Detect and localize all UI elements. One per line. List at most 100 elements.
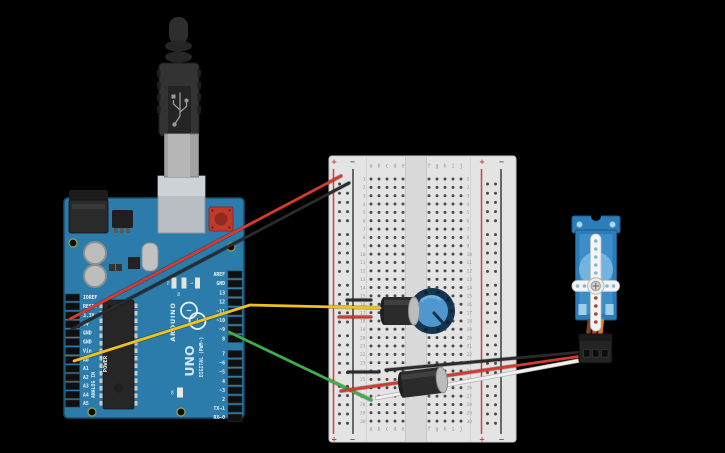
rail-hole[interactable] [494,242,497,246]
breadboard-hole[interactable] [427,261,431,264]
rail-hole[interactable] [486,343,489,347]
breadboard-hole[interactable] [377,194,381,198]
rail-hole[interactable] [494,292,497,296]
breadboard-hole[interactable] [369,235,373,239]
breadboard-hole[interactable] [393,244,397,248]
breadboard-hole[interactable] [385,377,389,381]
breadboard-hole[interactable] [451,177,455,181]
breadboard-hole[interactable] [369,210,373,214]
breadboard-hole[interactable] [427,219,431,223]
breadboard-hole[interactable] [435,252,439,256]
rail-hole[interactable] [486,242,489,246]
breadboard-hole[interactable] [459,261,463,264]
breadboard-hole[interactable] [459,419,463,423]
pin-socket[interactable] [227,350,243,358]
pin-socket[interactable] [227,325,243,334]
pin-socket[interactable] [227,279,243,288]
breadboard-hole[interactable] [459,244,463,248]
breadboard-hole[interactable] [459,286,463,290]
breadboard-hole[interactable] [451,327,455,331]
rail-hole[interactable] [338,421,341,425]
breadboard-hole[interactable] [435,277,439,281]
breadboard-hole[interactable] [401,277,405,281]
breadboard-hole[interactable] [377,210,381,214]
rail-hole[interactable] [338,302,341,306]
breadboard-hole[interactable] [435,352,439,356]
rail-hole[interactable] [346,361,349,365]
breadboard-hole[interactable] [435,261,439,264]
breadboard-hole[interactable] [377,402,381,406]
breadboard-hole[interactable] [377,261,381,264]
breadboard-hole[interactable] [401,210,405,214]
breadboard-hole[interactable] [451,394,455,398]
rail-hole[interactable] [486,233,489,237]
breadboard-hole[interactable] [427,177,431,181]
rail-hole[interactable] [346,269,349,273]
usb-cable-plug[interactable] [157,17,201,178]
breadboard-hole[interactable] [435,394,439,398]
rail-hole[interactable] [486,311,489,315]
rail-hole[interactable] [494,200,497,204]
breadboard-hole[interactable] [401,344,405,348]
breadboard-hole[interactable] [369,261,373,264]
breadboard-hole[interactable] [443,394,447,398]
breadboard-hole[interactable] [459,210,463,214]
breadboard-hole[interactable] [385,252,389,256]
breadboard-hole[interactable] [451,261,455,264]
breadboard-hole[interactable] [401,286,405,290]
breadboard-hole[interactable] [385,261,389,264]
arduino-uno-board[interactable]: TX RX L ON − + ARDUINO UNO POWER ANALOG … [63,175,245,422]
rail-hole[interactable] [338,251,341,255]
breadboard-hole[interactable] [435,361,439,365]
breadboard-hole[interactable] [393,411,397,415]
breadboard-hole[interactable] [377,311,381,315]
rail-hole[interactable] [486,403,489,407]
breadboard-hole[interactable] [369,194,373,198]
breadboard-hole[interactable] [369,344,373,348]
rail-hole[interactable] [346,394,349,398]
breadboard-hole[interactable] [393,419,397,423]
breadboard-hole[interactable] [369,219,373,223]
potentiometer[interactable] [409,288,455,334]
rail-hole[interactable] [338,311,341,315]
breadboard-hole[interactable] [459,185,463,189]
rail-hole[interactable] [338,191,341,195]
rail-hole[interactable] [346,242,349,246]
breadboard-hole[interactable] [377,336,381,340]
pin-socket[interactable] [227,316,243,325]
breadboard-hole[interactable] [369,311,373,315]
breadboard-hole[interactable] [435,210,439,214]
breadboard-hole[interactable] [401,269,405,273]
breadboard-hole[interactable] [427,344,431,348]
breadboard-hole[interactable] [459,344,463,348]
breadboard-hole[interactable] [369,419,373,423]
rail-hole[interactable] [338,292,341,296]
breadboard-hole[interactable] [377,302,381,306]
breadboard-hole[interactable] [401,402,405,406]
rail-hole[interactable] [486,384,489,388]
breadboard-hole[interactable] [401,227,405,231]
breadboard-hole[interactable] [427,336,431,340]
wire-5v-to-left-plus-rail[interactable] [68,174,343,321]
breadboard-hole[interactable] [435,402,439,406]
breadboard-hole[interactable] [451,227,455,231]
pin-socket[interactable] [227,386,243,395]
rail-hole[interactable] [486,421,489,425]
breadboard-hole[interactable] [393,227,397,231]
pin-socket[interactable] [227,359,243,367]
rail-hole[interactable] [338,182,341,186]
breadboard-hole[interactable] [393,235,397,239]
pin-socket[interactable] [227,270,243,279]
breadboard-hole[interactable] [377,286,381,290]
breadboard-hole[interactable] [393,352,397,356]
breadboard-hole[interactable] [427,235,431,239]
breadboard-hole[interactable] [377,252,381,256]
breadboard-hole[interactable] [427,419,431,423]
breadboard-hole[interactable] [369,244,373,248]
breadboard-hole[interactable] [459,194,463,198]
breadboard-hole[interactable] [435,194,439,198]
breadboard-hole[interactable] [393,344,397,348]
breadboard-hole[interactable] [459,411,463,415]
wire-servo-ground[interactable] [384,350,584,372]
breadboard-hole[interactable] [401,202,405,206]
